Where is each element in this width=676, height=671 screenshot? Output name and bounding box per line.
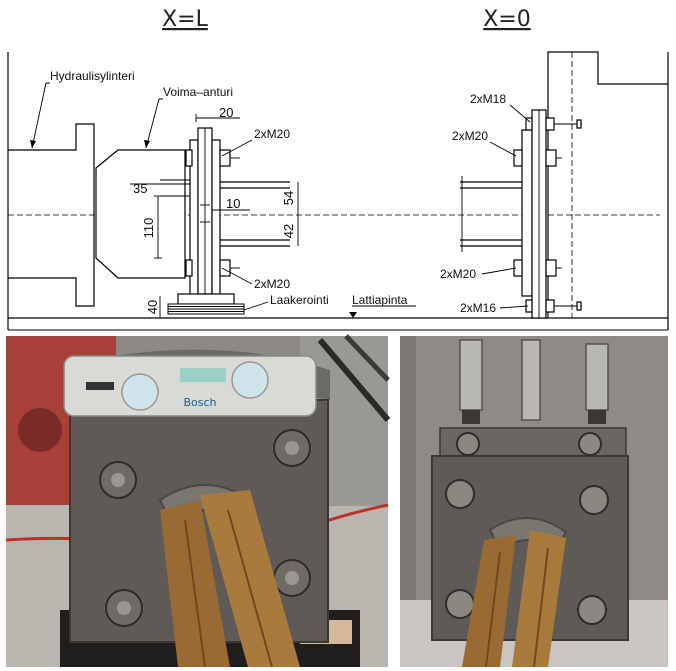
photo-left: Bosch [5, 334, 391, 668]
right-end-plate-assembly [460, 109, 582, 319]
svg-text:40: 40 [145, 300, 160, 314]
dimension-42: 42 [281, 215, 299, 246]
svg-text:10: 10 [226, 196, 240, 211]
label-hydraulic-cylinder: Hydraulisylinteri [50, 69, 135, 83]
label-bolt-l-top: 2xM20 [254, 127, 290, 141]
dimension-35: 35 [130, 181, 190, 196]
level-brand-text: Bosch [183, 396, 216, 409]
leader-bolt-r-bottom [481, 267, 517, 275]
left-end-plate-assembly [185, 127, 290, 297]
label-bolt-r-m18: 2xM18 [470, 92, 506, 106]
dimension-110: 110 [141, 195, 162, 259]
bearing-support [167, 293, 245, 315]
section-title-x-l: X=L [162, 7, 209, 32]
hydraulic-cylinder [8, 123, 95, 307]
leader-bolt-r-m16 [499, 305, 529, 309]
svg-text:110: 110 [141, 218, 156, 239]
svg-text:42: 42 [281, 224, 296, 238]
label-bolt-r-bottom: 2xM20 [440, 267, 476, 281]
force-sensor [95, 149, 186, 279]
drawing-frame [7, 52, 669, 331]
section-title-x-0: X=0 [483, 7, 531, 32]
leader-bolt-r-m18 [509, 104, 531, 123]
leader-bearing [243, 301, 269, 311]
floor-arrow [349, 312, 357, 318]
svg-text:35: 35 [133, 181, 147, 196]
label-bolt-r-m16: 2xM16 [460, 301, 496, 315]
leader-bolt-l-bottom [221, 267, 253, 285]
leader-bolt-r-top [489, 141, 517, 157]
dimension-54: 54 [281, 182, 299, 215]
dimension-20: 20 [195, 105, 240, 122]
arrowhead [30, 140, 36, 148]
dimension-10: 10 [212, 196, 250, 211]
label-bearing: Laakerointi [270, 293, 329, 307]
label-force-sensor: Voima–anturi [163, 85, 233, 99]
leader-sensor [145, 98, 163, 149]
reaction-wall [547, 51, 668, 318]
label-bolt-l-bottom: 2xM20 [254, 277, 290, 291]
label-floor: Lattiapinta [352, 293, 408, 307]
leader-bolt-l-top [221, 139, 253, 157]
svg-text:20: 20 [219, 105, 233, 120]
svg-text:54: 54 [281, 191, 296, 205]
arrowhead [144, 140, 150, 148]
label-bolt-r-top: 2xM20 [452, 129, 488, 143]
photo-right [400, 336, 668, 668]
leader-cylinder [31, 82, 50, 149]
dimension-40: 40 [145, 296, 161, 318]
